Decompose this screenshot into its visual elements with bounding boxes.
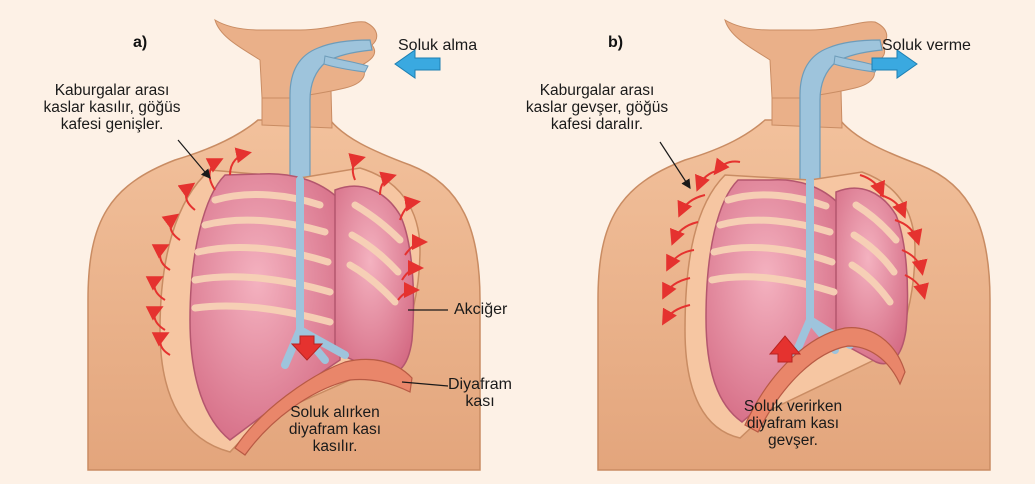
- diaphragm-label-line1: Diyafram: [440, 376, 520, 393]
- inhale-label: Soluk alma: [398, 37, 477, 54]
- ribs-note-a-line1: Kaburgalar arası: [12, 82, 212, 99]
- diaphragm-label: Diyafram kası: [440, 376, 520, 410]
- diaphragm-label-line2: kası: [440, 393, 520, 410]
- diaphragm-note-b-line3: gevşer.: [718, 432, 868, 449]
- diaphragm-note-a-line2: diyafram kası: [265, 421, 405, 438]
- diaphragm-note-a-line3: kasılır.: [265, 438, 405, 455]
- ribs-note-a: Kaburgalar arası kaslar kasılır, göğüs k…: [12, 82, 212, 133]
- ribs-note-b-line1: Kaburgalar arası: [497, 82, 697, 99]
- lung-label: Akciğer: [454, 301, 507, 318]
- panel-a-label: a): [133, 34, 147, 52]
- diaphragm-note-b-line2: diyafram kası: [718, 415, 868, 432]
- ribs-note-b-line2: kaslar gevşer, göğüs: [497, 99, 697, 116]
- ribs-note-b-line3: kafesi daralır.: [497, 116, 697, 133]
- diaphragm-note-b-line1: Soluk verirken: [718, 398, 868, 415]
- diaphragm-note-a-line1: Soluk alırken: [265, 404, 405, 421]
- exhale-label: Soluk verme: [882, 37, 971, 54]
- ribs-note-a-line2: kaslar kasılır, göğüs: [12, 99, 212, 116]
- diaphragm-note-a: Soluk alırken diyafram kası kasılır.: [265, 404, 405, 455]
- ribs-note-a-line3: kafesi genişler.: [12, 116, 212, 133]
- panel-b-label: b): [608, 34, 623, 52]
- diaphragm-note-b: Soluk verirken diyafram kası gevşer.: [718, 398, 868, 449]
- airflow-arrow-a: [395, 50, 440, 78]
- ribs-note-b: Kaburgalar arası kaslar gevşer, göğüs ka…: [497, 82, 697, 133]
